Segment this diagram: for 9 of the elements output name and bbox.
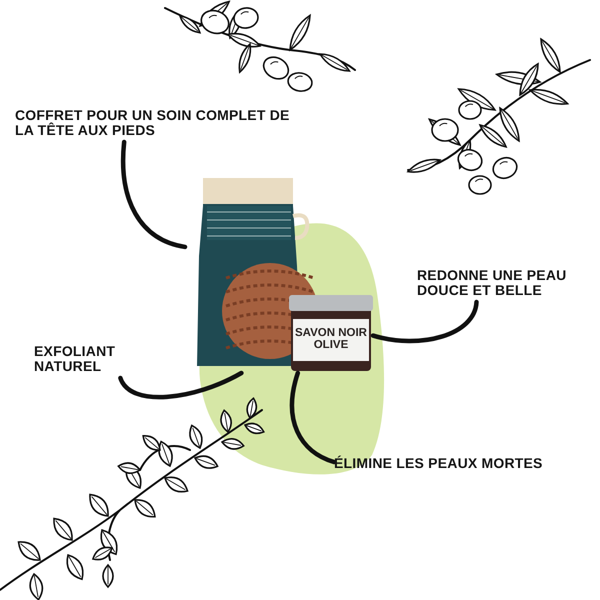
callout-text: COFFRET POUR UN SOIN COMPLET DE LA TÊTE AUX PIEDS [15, 108, 310, 142]
callout-text: ÉLIMINE LES PEAUX MORTES [334, 456, 574, 476]
callout-text: EXFOLIANT NATUREL [34, 344, 154, 378]
callout-text: REDONNE UNE PEAU DOUCE ET BELLE [417, 268, 592, 302]
leader-line [118, 370, 244, 400]
product-label-text: SAVON NOIR OLIVE [295, 327, 367, 351]
leader-line [290, 370, 336, 464]
leader-line [370, 300, 479, 344]
leader-line [120, 140, 188, 250]
